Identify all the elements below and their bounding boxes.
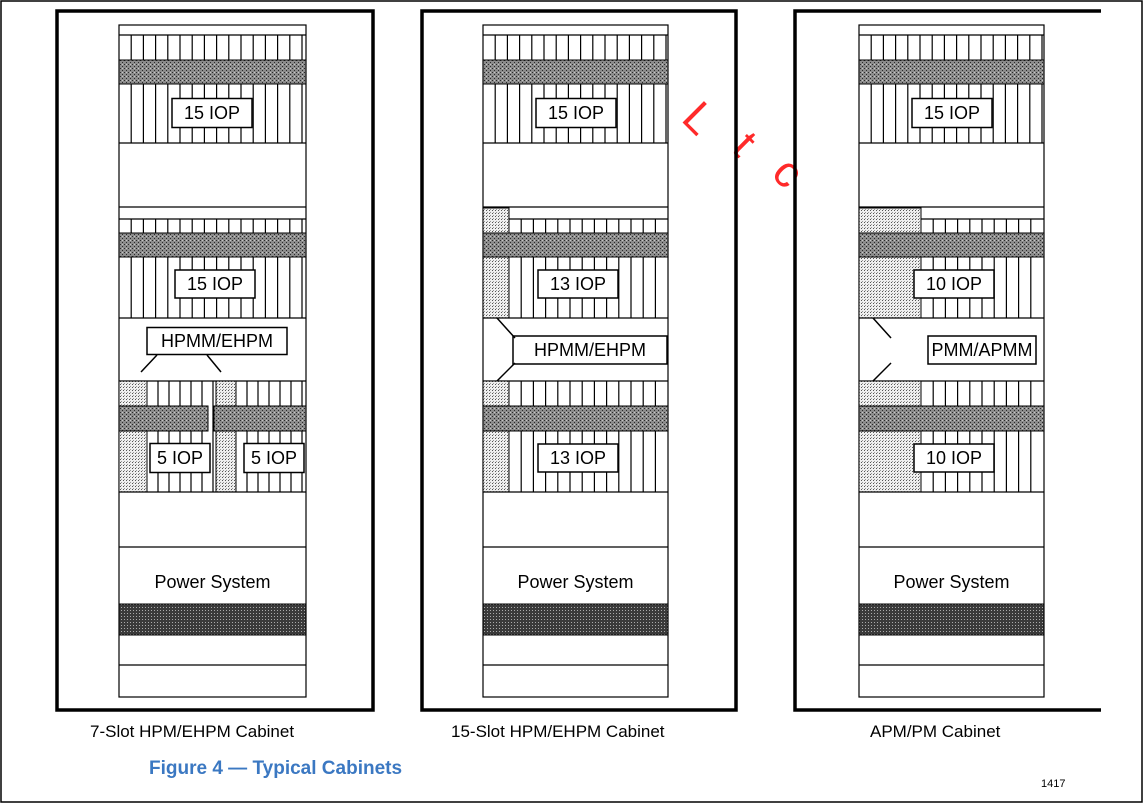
backplane-bar-right — [213, 405, 307, 432]
lower-iop-label-box — [537, 443, 619, 473]
power-system-label: Power System — [517, 572, 633, 592]
power-system-label: Power System — [893, 572, 1009, 592]
lower-iop-label: 10 IOP — [926, 448, 982, 468]
backplane-bar — [118, 232, 307, 258]
cabinet-frame — [55, 9, 375, 712]
caption-cabinet-3: APM/PM Cabinet — [870, 722, 1001, 741]
cabinets-group: 15 IOP 15 IOP HPMM/EHPM 5 IOP 5 IOP Power Sys… — [55, 9, 1101, 712]
mid-iop-label: 13 IOP — [550, 274, 606, 294]
top-iop-label-box — [535, 97, 617, 129]
backplane-bar — [118, 59, 307, 85]
backplane-bar — [858, 232, 1045, 258]
lower-right-iop-label: 5 IOP — [251, 448, 297, 468]
backplane-bar — [482, 232, 669, 258]
lower-iop-label-box — [913, 443, 995, 473]
cabinet-2: 15 IOP 13 IOP HPMM/EHPM 13 IOP Power System — [420, 9, 738, 712]
backplane-bar — [858, 405, 1045, 432]
backplane-bar — [482, 405, 669, 432]
lower-iop-label: 13 IOP — [550, 448, 606, 468]
svg-text:t: t — [723, 122, 766, 165]
top-iop-label-box — [171, 97, 253, 129]
mid-iop-label: 15 IOP — [187, 274, 243, 294]
fan-assembly — [858, 603, 1045, 636]
svg-text:L: L — [673, 92, 725, 144]
mid-iop-label-box — [913, 269, 995, 299]
lower-left-iop-label-box — [149, 442, 211, 474]
backplane-bar-left — [118, 405, 209, 432]
top-iop-label: 15 IOP — [924, 103, 980, 123]
mid-iop-label-box — [537, 269, 619, 299]
pm-label-box — [146, 326, 288, 356]
top-iop-label: 15 IOP — [548, 103, 604, 123]
figure-title: Figure 4 — Typical Cabinets — [149, 758, 403, 779]
lower-left-iop-label: 5 IOP — [157, 448, 203, 468]
lower-right-iop-label-box — [243, 442, 305, 474]
cabinet-frame — [793, 9, 1101, 712]
mid-iop-label: 10 IOP — [926, 274, 982, 294]
pm-label: HPMM/EHPM — [161, 331, 273, 351]
backplane-bar — [858, 59, 1045, 85]
fan-assembly — [482, 603, 669, 636]
cabinet-1: 15 IOP 15 IOP HPMM/EHPM 5 IOP 5 IOP Power Sys… — [55, 9, 375, 712]
mid-iop-label-box — [174, 269, 256, 299]
top-iop-label-box — [911, 97, 993, 129]
cabinet-frame — [420, 9, 738, 712]
pm-label-box — [927, 335, 1037, 365]
top-iop-label: 15 IOP — [184, 103, 240, 123]
cabinet-3: 15 IOP 10 IOP PMM/APMM 10 IOP Power System — [793, 9, 1101, 712]
caption-cabinet-1: 7-Slot HPM/EHPM Cabinet — [90, 722, 295, 741]
svg-text:c: c — [763, 147, 813, 197]
power-system-label: Power System — [154, 572, 270, 592]
pm-label: HPMM/EHPM — [534, 340, 646, 360]
pm-label-box — [512, 335, 668, 365]
fan-assembly — [118, 603, 307, 636]
caption-cabinet-2: 15-Slot HPM/EHPM Cabinet — [451, 722, 665, 741]
pm-label: PMM/APMM — [932, 340, 1033, 360]
figure-code: 1417 — [1041, 778, 1066, 790]
backplane-bar — [482, 59, 669, 85]
